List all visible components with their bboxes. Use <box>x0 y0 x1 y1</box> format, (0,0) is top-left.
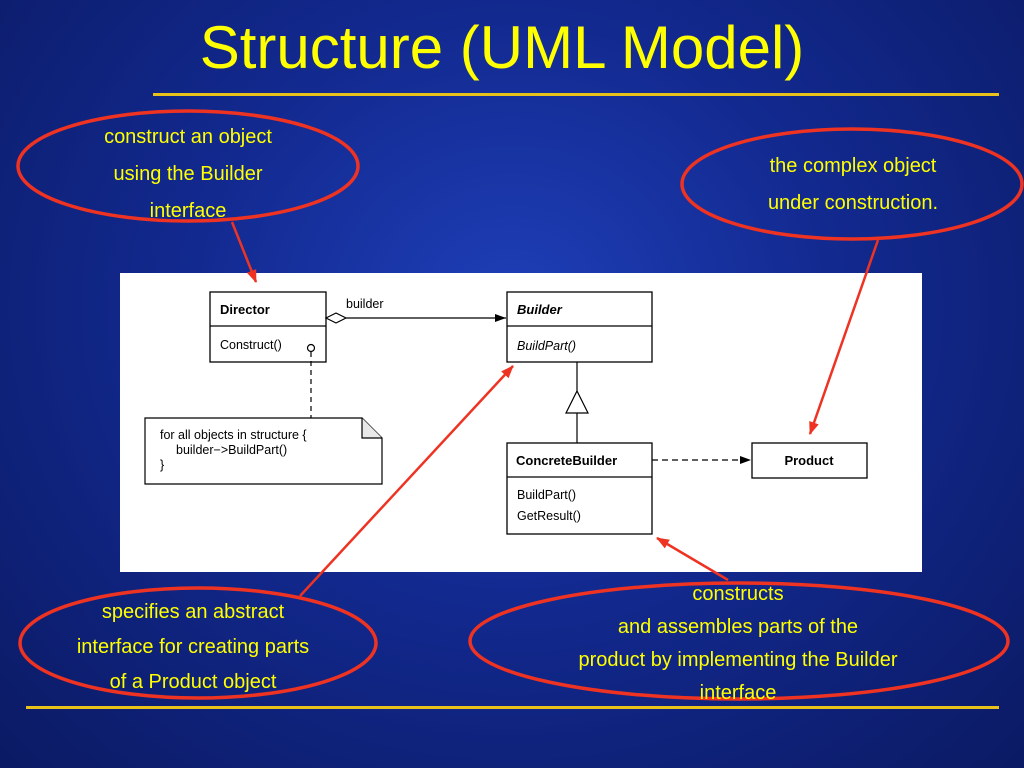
product-callout-line: the complex object <box>769 155 937 177</box>
generalization-arrow <box>565 362 589 443</box>
director-callout-line: interface <box>149 200 227 222</box>
concrete-builder-callout-arrow <box>656 536 729 582</box>
builder-callout-line: specifies an abstract <box>101 601 285 623</box>
footer-divider <box>26 706 999 709</box>
concrete-builder-callout-ellipse <box>468 581 1010 701</box>
builder-callout-line: of a Product object <box>109 671 277 693</box>
product-callout-arrow <box>808 239 880 435</box>
director-callout-text: construct an object using the Builder in… <box>38 119 338 230</box>
concrete-builder-callout-text: constructs and assembles parts of the pr… <box>538 578 938 710</box>
concrete-builder-getresult-operation: GetResult() <box>517 509 581 523</box>
builder-class: Builder BuildPart() <box>506 291 653 363</box>
director-construct-operation: Construct() <box>220 338 282 352</box>
note-line-2: builder−>BuildPart() <box>176 443 287 457</box>
product-callout-ellipse <box>680 127 1024 241</box>
concrete-builder-callout-line: and assembles parts of the <box>617 616 859 638</box>
construct-note: for all objects in structure { builder−>… <box>144 343 383 485</box>
director-callout-arrow <box>230 221 258 283</box>
director-callout-line: construct an object <box>104 126 272 148</box>
product-class-name: Product <box>784 453 834 468</box>
uml-class-diagram: Director Construct() Builder BuildPart()… <box>144 291 868 535</box>
builder-callout-line: interface for creating parts <box>76 636 310 658</box>
slide-title: Structure (UML Model) <box>199 14 805 81</box>
concrete-builder-callout-line: constructs <box>692 583 784 605</box>
association-label: builder <box>346 297 384 311</box>
concrete-builder-class: ConcreteBuilder BuildPart() GetResult() <box>506 442 653 535</box>
product-callout-text: the complex object under construction. <box>703 148 1003 222</box>
title-divider <box>153 93 999 96</box>
builder-callout-arrow <box>299 365 514 597</box>
concrete-builder-class-name: ConcreteBuilder <box>516 453 617 468</box>
product-callout-line: under construction. <box>767 192 939 214</box>
concrete-builder-buildpart-operation: BuildPart() <box>517 488 576 502</box>
concrete-builder-callout-line: product by implementing the Builder <box>578 649 898 671</box>
director-callout-line: using the Builder <box>113 163 263 185</box>
director-class: Director Construct() <box>209 291 327 363</box>
director-builder-aggregation: builder <box>324 297 506 324</box>
builder-class-name: Builder <box>517 302 563 317</box>
uml-diagram-panel: Director Construct() Builder BuildPart()… <box>120 273 922 572</box>
builder-callout-ellipse <box>18 586 378 700</box>
note-line-1: for all objects in structure { <box>160 428 307 442</box>
builder-buildpart-operation: BuildPart() <box>517 339 576 353</box>
product-class: Product <box>751 442 868 479</box>
builder-callout-text: specifies an abstract interface for crea… <box>43 595 343 700</box>
director-callout-ellipse <box>16 109 360 223</box>
note-line-3: } <box>160 458 164 472</box>
director-class-name: Director <box>220 302 270 317</box>
concrete-builder-callout-line: interface <box>699 682 777 704</box>
